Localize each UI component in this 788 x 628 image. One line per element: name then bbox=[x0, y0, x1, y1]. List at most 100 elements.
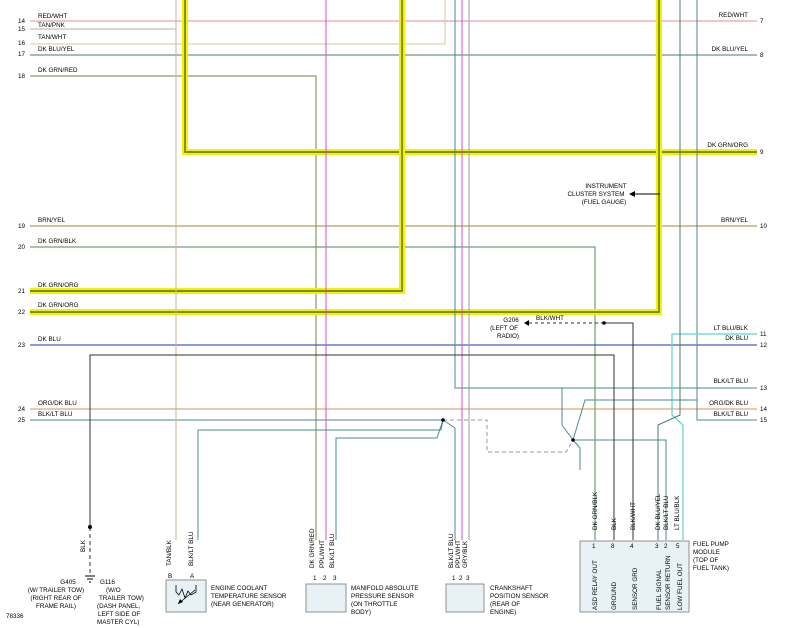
cluster-line: CLUSTER SYSTEM bbox=[567, 191, 624, 198]
ckp-pin: 3 bbox=[466, 575, 470, 582]
ect-title-line: TEMPERATURE SENSOR bbox=[211, 593, 287, 600]
right-pin-numbers: 7 8 9 10 11 12 13 14 15 bbox=[760, 18, 768, 424]
left-pin: 14 bbox=[18, 18, 26, 25]
wire-lt-blu-blk bbox=[671, 333, 757, 540]
left-pin: 16 bbox=[18, 40, 26, 47]
right-pin: 15 bbox=[760, 417, 768, 424]
ect-title-line: (NEAR GENERATOR) bbox=[211, 601, 274, 608]
g116-line: (W/O bbox=[106, 587, 121, 594]
map-sensor: DK GRN/RED PPL/WHT BLK/LT BLU 1 2 3 MANI… bbox=[305, 528, 419, 616]
wire-label: BRN/YEL bbox=[38, 217, 65, 224]
left-pin: 20 bbox=[18, 244, 26, 251]
ckp-sensor: BLK/LT BLU PPL/WHT GRY/BLK 1 2 3 CRANKSH… bbox=[445, 533, 549, 616]
wire-fpm-junction-a bbox=[561, 388, 574, 441]
fpm-circuit: ASD RELAY OUT bbox=[592, 560, 599, 610]
fpm-title-line: MODULE bbox=[693, 549, 720, 556]
left-pin: 25 bbox=[18, 417, 26, 424]
wire-ckp-blk-lt-blu bbox=[442, 419, 456, 540]
splice-dot-g206 bbox=[602, 321, 606, 325]
left-wire-labels: RED/WHT TAN/PNK TAN/WHT DK BLU/YEL DK GR… bbox=[38, 13, 79, 418]
g405-label: G405 (W/ TRAILER TOW) (RIGHT REAR OF FRA… bbox=[28, 579, 84, 610]
wire-map-blk-lt-blu bbox=[335, 419, 444, 540]
wire-fpm-left bbox=[572, 439, 581, 470]
wire-label: DK BLU/YEL bbox=[712, 46, 749, 53]
right-pin: 13 bbox=[760, 385, 768, 392]
fpm-wire-label: LT BLU/BLK bbox=[674, 495, 681, 530]
wire-label: BLK/LT BLU bbox=[38, 411, 73, 418]
fpm-title-line: (TOP OF bbox=[693, 557, 718, 564]
right-pin: 8 bbox=[760, 52, 764, 59]
wire-label: BRN/YEL bbox=[721, 217, 748, 224]
ckp-connector-box bbox=[445, 583, 485, 613]
wire-label: DK BLU bbox=[38, 336, 61, 343]
wire-label: DK GRN/ORG bbox=[38, 282, 79, 289]
right-pin: 12 bbox=[760, 342, 768, 349]
left-pin: 15 bbox=[18, 26, 26, 33]
map-wire-label: DK GRN/RED bbox=[309, 528, 316, 568]
g116-label: G116 (W/O TRAILER TOW) (DASH PANEL, LEFT… bbox=[97, 579, 144, 626]
fpm-circuit: GROUND bbox=[611, 582, 618, 610]
fpm-circuit: LOW FUEL OUT bbox=[677, 563, 684, 610]
ckp-wire-label: BLK/LT BLU bbox=[448, 533, 455, 568]
g116-line: G116 bbox=[100, 579, 115, 586]
g206-label: G206 (LEFT OF RADIO) bbox=[490, 317, 519, 340]
wire-dk-grn-red bbox=[30, 75, 317, 540]
g116-line: MASTER CYL) bbox=[97, 619, 139, 626]
g116-line: (DASH PANEL, bbox=[97, 603, 141, 610]
cluster-line: INSTRUMENT bbox=[585, 183, 626, 190]
wire-label: DK GRN/ORG bbox=[38, 302, 79, 309]
ect-pin: B bbox=[168, 573, 172, 580]
wire-blk-lt-blu-15 bbox=[696, 0, 757, 421]
map-wire-label: PPL/WHT bbox=[319, 540, 326, 568]
map-title-line: PRESSURE SENSOR bbox=[351, 593, 414, 600]
map-pin: 1 bbox=[313, 575, 317, 582]
fpm-wire-label: DK GRN/BLK bbox=[592, 491, 599, 530]
right-pin: 7 bbox=[760, 18, 764, 25]
fpm-title-line: FUEL PUMP bbox=[693, 541, 729, 548]
ckp-wire-label: GRY/BLK bbox=[462, 540, 469, 568]
map-title-line: (ON THROTTLE bbox=[351, 601, 397, 608]
g405-line: (W/ TRAILER TOW) bbox=[28, 587, 84, 594]
ckp-title-line: (REAR OF bbox=[490, 601, 520, 608]
left-pin: 18 bbox=[18, 73, 26, 80]
highlight-wire-9 bbox=[182, 0, 757, 155]
highlight-wire-22 bbox=[30, 0, 662, 315]
wire-label: DK BLU/YEL bbox=[38, 46, 75, 53]
right-pin: 9 bbox=[760, 149, 764, 156]
g206-line: RADIO) bbox=[497, 333, 519, 340]
wire-dk-grn-blk bbox=[30, 246, 596, 540]
cluster-line: (FUEL GAUGE) bbox=[582, 199, 627, 206]
ckp-title-line: ENGINE) bbox=[490, 609, 516, 616]
right-pin: 14 bbox=[760, 406, 768, 413]
wire-fpm-blk-lt-blu bbox=[573, 439, 667, 540]
wire-label: DK GRN/BLK bbox=[38, 238, 77, 245]
fpm-pin: 1 bbox=[592, 543, 596, 550]
wire-label: DK BLU bbox=[725, 335, 748, 342]
ect-title-line: ENGINE COOLANT bbox=[211, 585, 267, 592]
wire-label: RED/WHT bbox=[719, 12, 749, 19]
fpm-pin: 4 bbox=[630, 543, 634, 550]
ect-sensor: TAN/BLK BLK/LT BLU B A ENGINE COOLANT TE… bbox=[165, 531, 287, 613]
fuel-pump-module: DK GRN/BLK BLK BLK/WHT DK BLU/YEL BLK/LT… bbox=[579, 491, 729, 613]
wire-label: RED/WHT bbox=[38, 13, 68, 20]
wire-label: ORG/DK BLU bbox=[709, 400, 748, 407]
ckp-title-line: CRANKSHAFT bbox=[490, 585, 533, 592]
map-pin: 2 bbox=[323, 575, 327, 582]
right-pin: 11 bbox=[760, 331, 767, 338]
wire-label: BLK/LT BLU bbox=[714, 411, 749, 418]
ckp-title-line: POSITION SENSOR bbox=[490, 593, 549, 600]
ckp-wire-label: PPL/WHT bbox=[455, 540, 462, 568]
right-pin: 10 bbox=[760, 223, 768, 230]
highlight-wire-21 bbox=[30, 0, 405, 294]
left-pin: 17 bbox=[18, 51, 26, 58]
left-pin: 21 bbox=[18, 288, 26, 295]
arrow-cluster-icon bbox=[629, 191, 635, 197]
left-pin: 22 bbox=[18, 309, 26, 316]
g206-line: G206 bbox=[503, 317, 519, 324]
g405-line: (RIGHT REAR OF bbox=[30, 595, 81, 602]
fpm-circuit: SENSOR RETURN bbox=[665, 555, 672, 610]
figure-number: 78336 bbox=[6, 613, 24, 620]
wire-label: TAN/WHT bbox=[38, 34, 66, 41]
ckp-pin: 1 bbox=[452, 575, 456, 582]
